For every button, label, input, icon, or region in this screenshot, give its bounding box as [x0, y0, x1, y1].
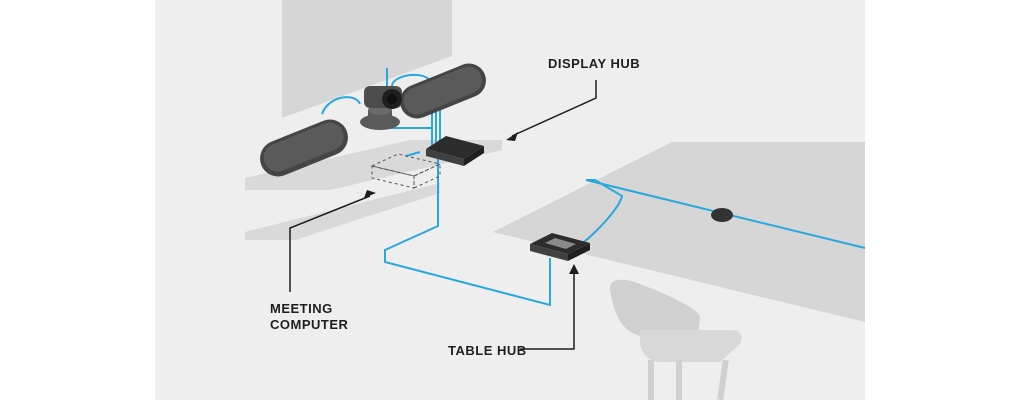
speaker-left-icon — [260, 119, 348, 177]
display-hub-icon — [426, 136, 484, 166]
display-hub-label: DISPLAY HUB — [548, 56, 641, 71]
callout-lines — [289, 80, 597, 350]
chair-icon — [609, 279, 742, 400]
camera-icon — [360, 86, 402, 130]
meeting-computer-callout-line — [289, 195, 371, 292]
speaker-right-icon — [400, 63, 486, 119]
meeting-computer-label-line1: MEETING — [270, 301, 333, 316]
meeting-table — [493, 142, 865, 322]
meeting-computer-label-line2: COMPUTER — [270, 317, 349, 332]
meeting-computer-label: MEETING COMPUTER — [270, 301, 348, 333]
wall-display — [282, 0, 452, 118]
meeting-computer-outline — [370, 153, 442, 189]
table-hub-label: TABLE HUB — [448, 343, 527, 358]
callout-arrowheads — [364, 132, 579, 274]
display-hub-callout-line — [511, 80, 597, 137]
cable-hub-to-table — [384, 150, 551, 307]
mic-pod-icon — [711, 208, 733, 222]
table-hub-callout-line — [520, 270, 575, 350]
table-hub-icon — [530, 233, 590, 261]
